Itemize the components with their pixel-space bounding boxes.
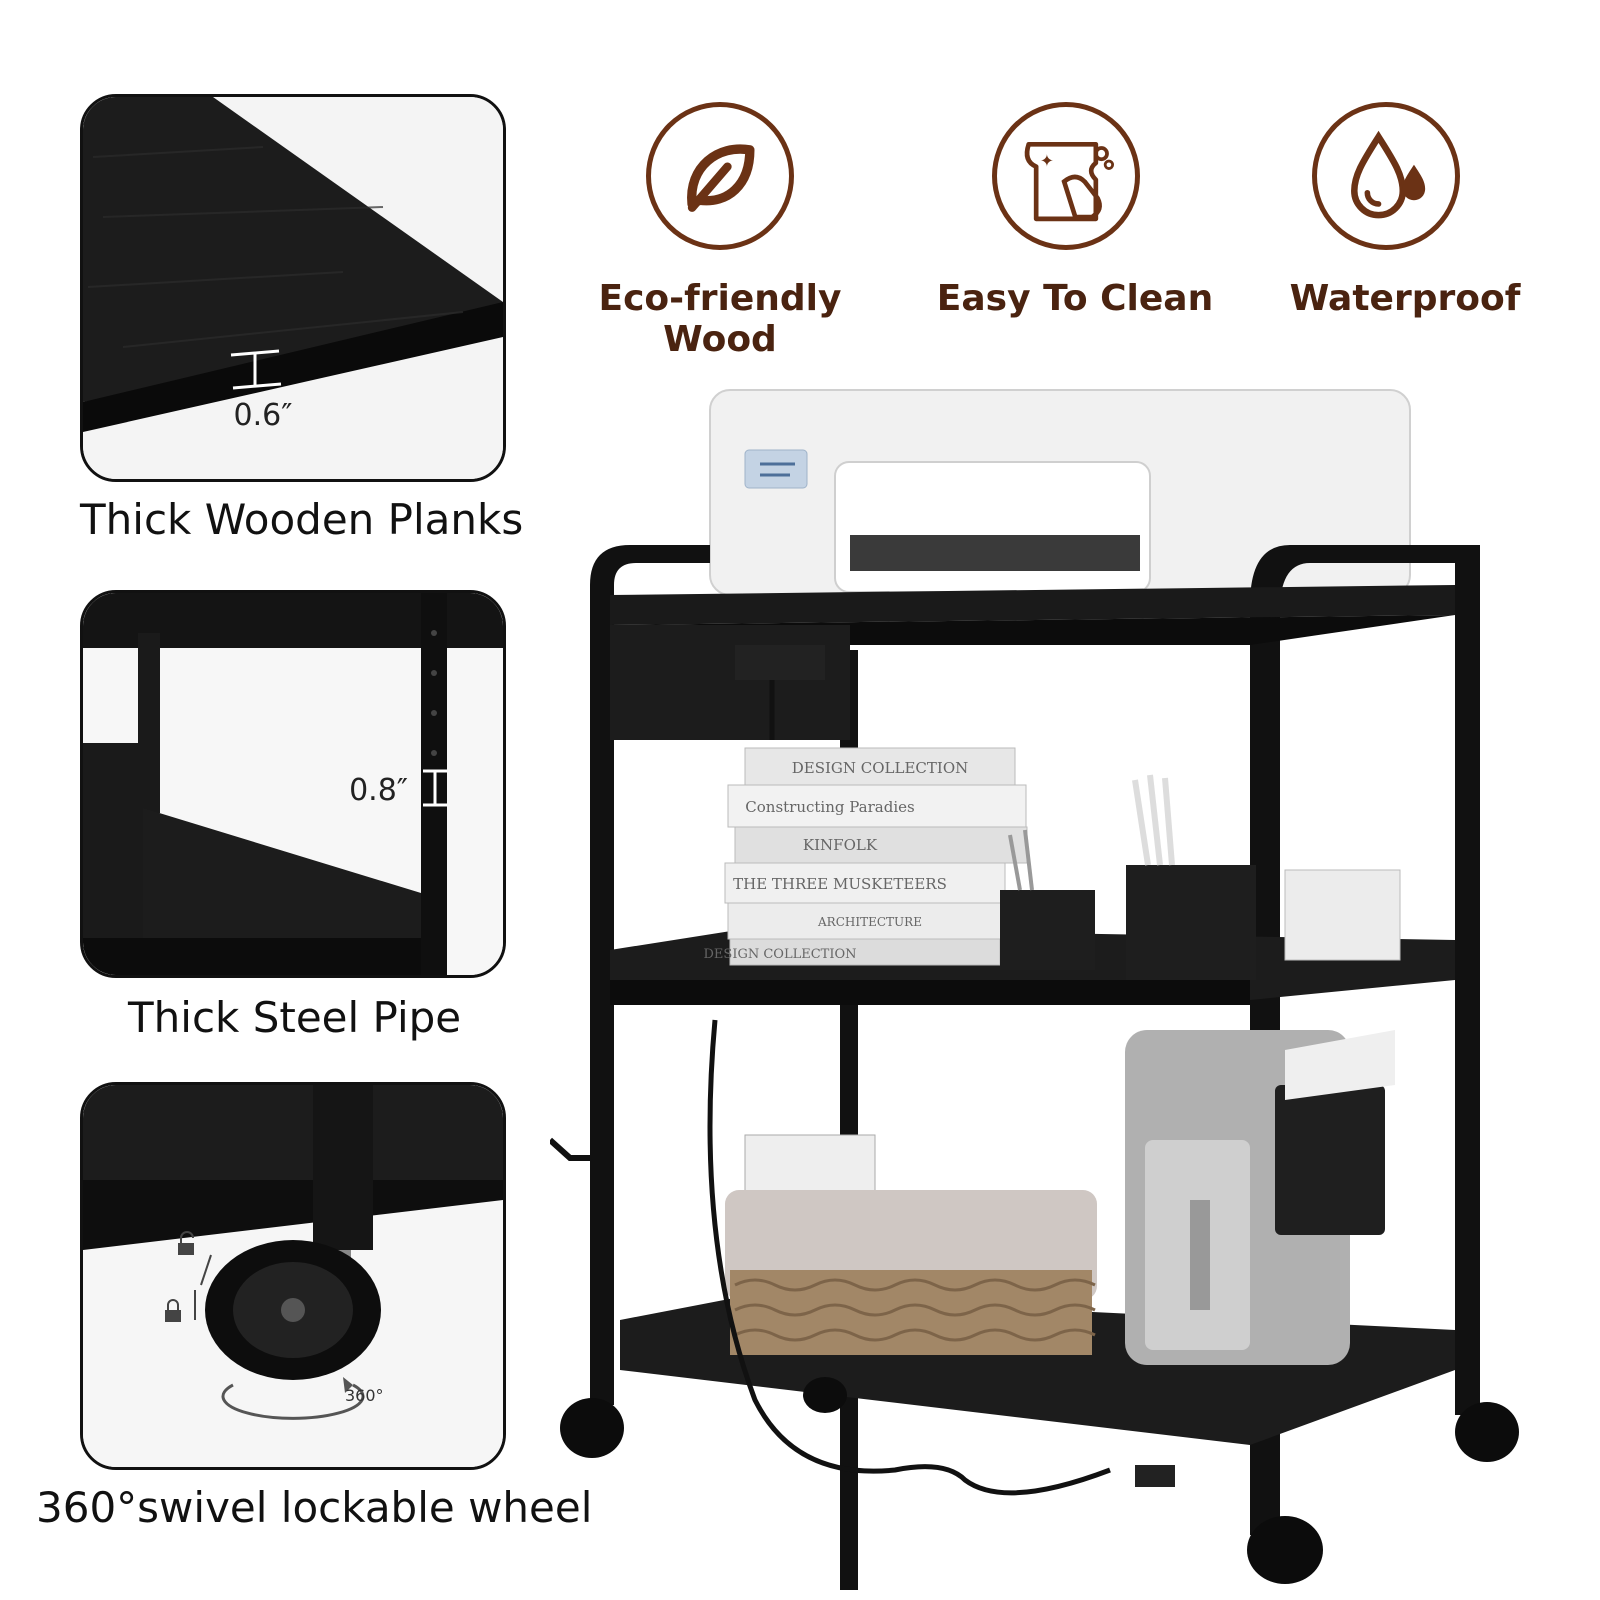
printer <box>709 389 1411 596</box>
storage-basket <box>725 1134 1097 1355</box>
book-title: ARCHITECTURE <box>817 915 922 929</box>
unlock-icon <box>178 1231 194 1255</box>
book-stack: DESIGN COLLECTION Constructing Paradies … <box>704 747 1401 966</box>
waterproof-label: Waterproof <box>1289 278 1521 319</box>
caster-wheels <box>560 1377 1519 1584</box>
printer-cart-image: DESIGN COLLECTION Constructing Paradies … <box>550 380 1560 1590</box>
water-drop-icon <box>1312 102 1460 250</box>
steel-pipe-illustration: 0.8″ <box>83 593 503 975</box>
book-title: Constructing Paradies <box>745 798 914 816</box>
book-title: DESIGN COLLECTION <box>704 947 857 962</box>
paper-shredder <box>1125 1030 1395 1365</box>
book-title: KINFOLK <box>803 836 878 854</box>
wheel-caption: 360°swivel lockable wheel <box>36 1483 593 1532</box>
rotation-label: 360° <box>345 1386 384 1405</box>
power-strip <box>707 645 1175 1496</box>
eco-friendly-wood-label: Eco-friendly Wood <box>598 278 842 360</box>
pipe-caption: Thick Steel Pipe <box>128 993 462 1042</box>
lock-icon <box>165 1299 181 1322</box>
book-title: DESIGN COLLECTION <box>792 759 969 777</box>
wheel-detail-image: 360° <box>80 1082 506 1470</box>
plank-thickness-value: 0.6″ <box>234 398 293 433</box>
wipe-clean-icon: ✦ <box>992 102 1140 250</box>
easy-to-clean-label: Easy To Clean <box>936 278 1214 319</box>
wheel-illustration: 360° <box>83 1085 503 1467</box>
wooden-plank-detail-image: 0.6″ <box>80 94 506 482</box>
leaf-icon <box>646 102 794 250</box>
book-title: THE THREE MUSKETEERS <box>733 875 947 893</box>
plank-caption: Thick Wooden Planks <box>80 495 524 544</box>
svg-text:✦: ✦ <box>1040 151 1054 171</box>
pen-holders <box>1000 774 1256 980</box>
wooden-plank-illustration: 0.6″ <box>83 97 503 479</box>
pipe-thickness-value: 0.8″ <box>349 773 408 808</box>
steel-pipe-detail-image: 0.8″ <box>80 590 506 978</box>
